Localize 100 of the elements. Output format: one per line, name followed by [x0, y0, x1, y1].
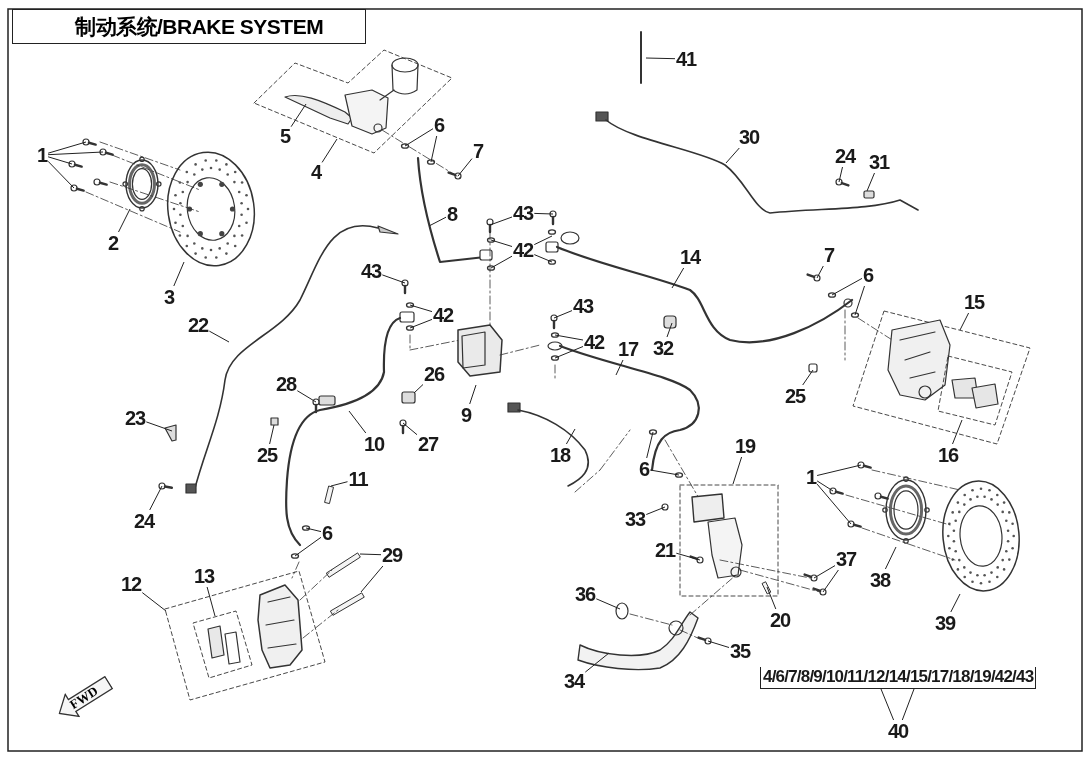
leader-line [816, 483, 852, 525]
callout-number: 11 [348, 469, 368, 489]
leader-line [533, 235, 553, 246]
callout-number: 43 [513, 203, 534, 223]
leader-line [584, 652, 610, 673]
leader-line [766, 586, 777, 610]
callout-number: 17 [618, 339, 639, 359]
callout-number: 6 [434, 115, 445, 135]
leader-line [330, 481, 348, 487]
leader-line [822, 569, 839, 593]
callout-number: 22 [188, 315, 209, 335]
leader-line [725, 147, 740, 164]
leader-line [838, 166, 843, 183]
callout-number: 28 [276, 374, 297, 394]
callout-number: 42 [584, 332, 605, 352]
leader-line [457, 158, 473, 177]
leader-line [149, 485, 163, 511]
callout-number: 43 [573, 296, 594, 316]
leader-line [952, 419, 963, 445]
leader-line [645, 506, 666, 515]
leader-line [360, 565, 384, 593]
callout-number: 35 [730, 641, 751, 661]
callout-number: 29 [382, 545, 403, 565]
callout-number: 3 [164, 287, 175, 307]
callout-number: 26 [424, 364, 445, 384]
leader-line [490, 255, 513, 269]
callout-number: 6 [863, 265, 874, 285]
callout-number: 23 [125, 408, 146, 428]
callout-number: 33 [625, 509, 646, 529]
leader-line [206, 586, 216, 617]
callout-number: 9 [461, 405, 472, 425]
leader-line [305, 527, 322, 533]
callout-number: 5 [280, 126, 291, 146]
leader-line [854, 285, 865, 316]
leader-line [950, 593, 961, 613]
leader-line [47, 156, 73, 165]
leader-line [348, 410, 367, 434]
leader-line [489, 216, 513, 226]
leader-line [145, 421, 173, 432]
callout-number: 42 [513, 240, 534, 260]
callout-number: 41 [676, 49, 697, 69]
leader-line [404, 128, 434, 147]
leader-line [554, 334, 584, 341]
leader-line [321, 138, 338, 163]
title-box: 制动系统/BRAKE SYSTEM [12, 9, 366, 44]
callout-number: 16 [938, 445, 959, 465]
leader-line [296, 390, 317, 403]
leader-line [409, 304, 433, 313]
callout-number: 19 [735, 436, 756, 456]
leader-line [490, 239, 513, 247]
leader-line [649, 469, 680, 476]
leader-line [141, 592, 167, 612]
callout-number: 27 [418, 434, 439, 454]
callout-number: 30 [739, 127, 760, 147]
callout-number: 34 [564, 671, 585, 691]
leader-line [959, 312, 970, 331]
leader-line [430, 135, 438, 163]
leader-line [901, 688, 915, 721]
leader-line [816, 265, 824, 279]
leader-line [615, 359, 624, 376]
callout-number: 8 [447, 204, 458, 224]
leader-line [533, 212, 554, 215]
callout-number: 42 [433, 305, 454, 325]
leader-line [173, 261, 185, 287]
leader-line [47, 141, 87, 154]
leader-line [269, 424, 275, 445]
leader-line [409, 318, 433, 329]
callout-number: 40 [888, 721, 909, 741]
leader-line [884, 546, 897, 570]
leader-line [816, 464, 862, 476]
callout-number: 31 [869, 152, 890, 172]
leader-line [533, 254, 553, 263]
callout-number: 13 [194, 566, 215, 586]
leader-line [118, 208, 131, 233]
callout-number: 24 [835, 146, 856, 166]
callout-number: 24 [134, 511, 155, 531]
leader-line [469, 384, 477, 405]
callout-number: 36 [575, 584, 596, 604]
leader-line [413, 384, 424, 394]
callout-number: 7 [473, 141, 484, 161]
leader-line [816, 480, 834, 492]
leader-line [831, 277, 863, 296]
leader-line [802, 369, 814, 386]
leader-line [402, 422, 418, 436]
callout-number: 39 [935, 613, 956, 633]
callout-number: 6 [639, 459, 650, 479]
callout-number: 1 [806, 467, 817, 487]
callout-number: 15 [964, 292, 985, 312]
leader-line [553, 310, 573, 319]
leader-line [208, 330, 230, 343]
leader-line [47, 151, 104, 156]
callout-number: 20 [770, 610, 791, 630]
callout-number: 18 [550, 445, 571, 465]
leader-line [707, 640, 730, 648]
leader-line [47, 160, 75, 189]
callout-number: 4 [311, 162, 322, 182]
leader-line [866, 172, 875, 192]
part-number-list: 4/6/7/8/9/10/11/12/14/15/17/18/19/42/43 [760, 667, 1037, 689]
leader-line [428, 216, 447, 227]
leader-line [290, 103, 307, 128]
